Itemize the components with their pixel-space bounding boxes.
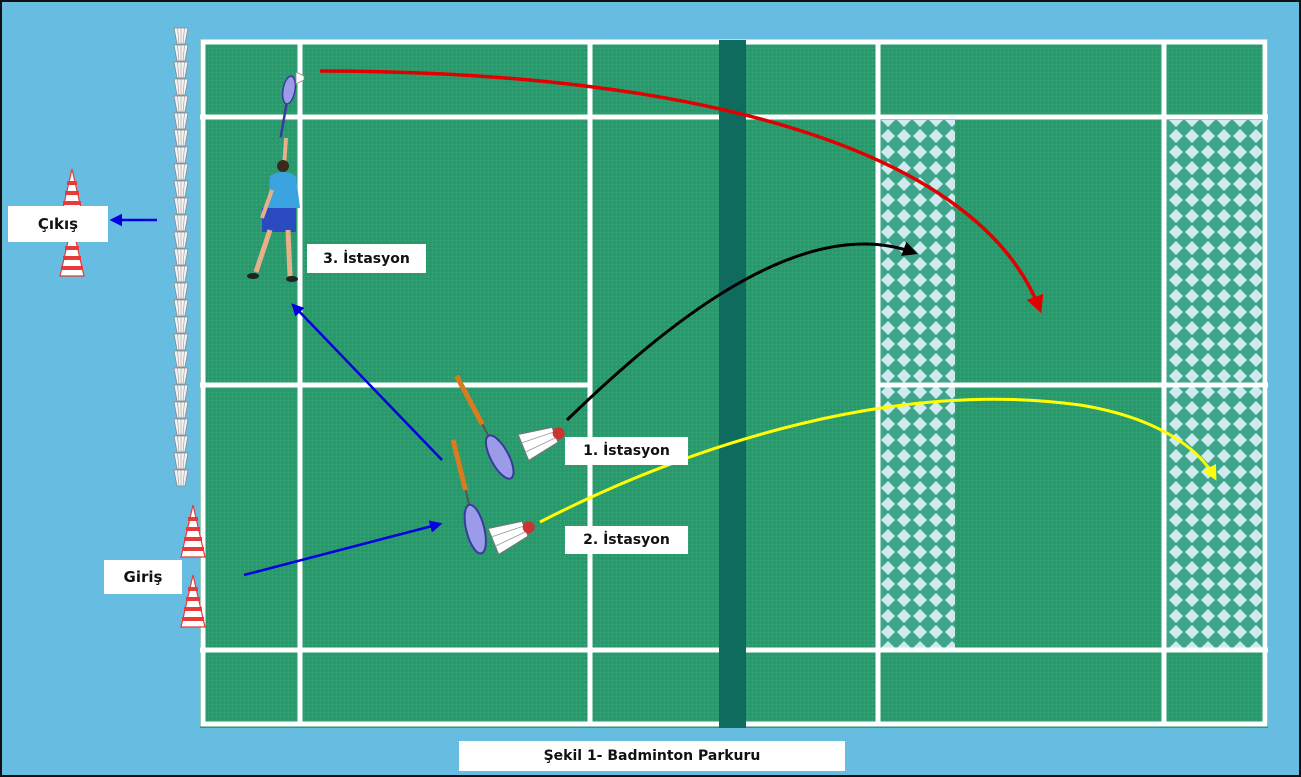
shuttlecock-icon [174, 147, 188, 163]
shuttlecock-icon [174, 402, 188, 418]
shuttlecock-icon [174, 28, 188, 44]
shuttlecock-icon [174, 198, 188, 214]
exit-label: Çıkış [8, 206, 108, 242]
shuttlecock-icon [174, 181, 188, 197]
shuttlecock-icon [174, 113, 188, 129]
shuttlecock-icon [174, 96, 188, 112]
shuttlecock-icon [174, 45, 188, 61]
badminton-court [200, 40, 1268, 728]
station2-label: 2. İstasyon [565, 526, 688, 554]
shuttlecock-icon [174, 215, 188, 231]
shuttlecock-icon [174, 283, 188, 299]
shuttlecock-icon [174, 385, 188, 401]
entry-label: Giriş [104, 560, 182, 594]
shuttlecock-icon [174, 419, 188, 435]
shuttlecock-icon [174, 249, 188, 265]
shuttlecock-icon [174, 453, 188, 469]
station3-label: 3. İstasyon [307, 244, 426, 273]
shuttlecock-icon [174, 300, 188, 316]
shuttlecock-icon [174, 470, 188, 486]
shuttlecock-icon [174, 130, 188, 146]
net [719, 40, 746, 728]
shuttlecock-icon [174, 334, 188, 350]
shuttlecock-icon [174, 62, 188, 78]
shuttlecock-icon [174, 368, 188, 384]
shuttlecock-column [174, 28, 188, 486]
shuttlecock-icon [174, 164, 188, 180]
shuttlecock-icon [174, 232, 188, 248]
shuttlecock-icon [174, 79, 188, 95]
shuttlecock-icon [174, 266, 188, 282]
figure-caption: Şekil 1- Badminton Parkuru [459, 741, 845, 771]
station1-label: 1. İstasyon [565, 437, 688, 465]
shuttlecock-icon [174, 436, 188, 452]
shuttlecock-icon [174, 351, 188, 367]
shuttlecock-icon [174, 317, 188, 333]
